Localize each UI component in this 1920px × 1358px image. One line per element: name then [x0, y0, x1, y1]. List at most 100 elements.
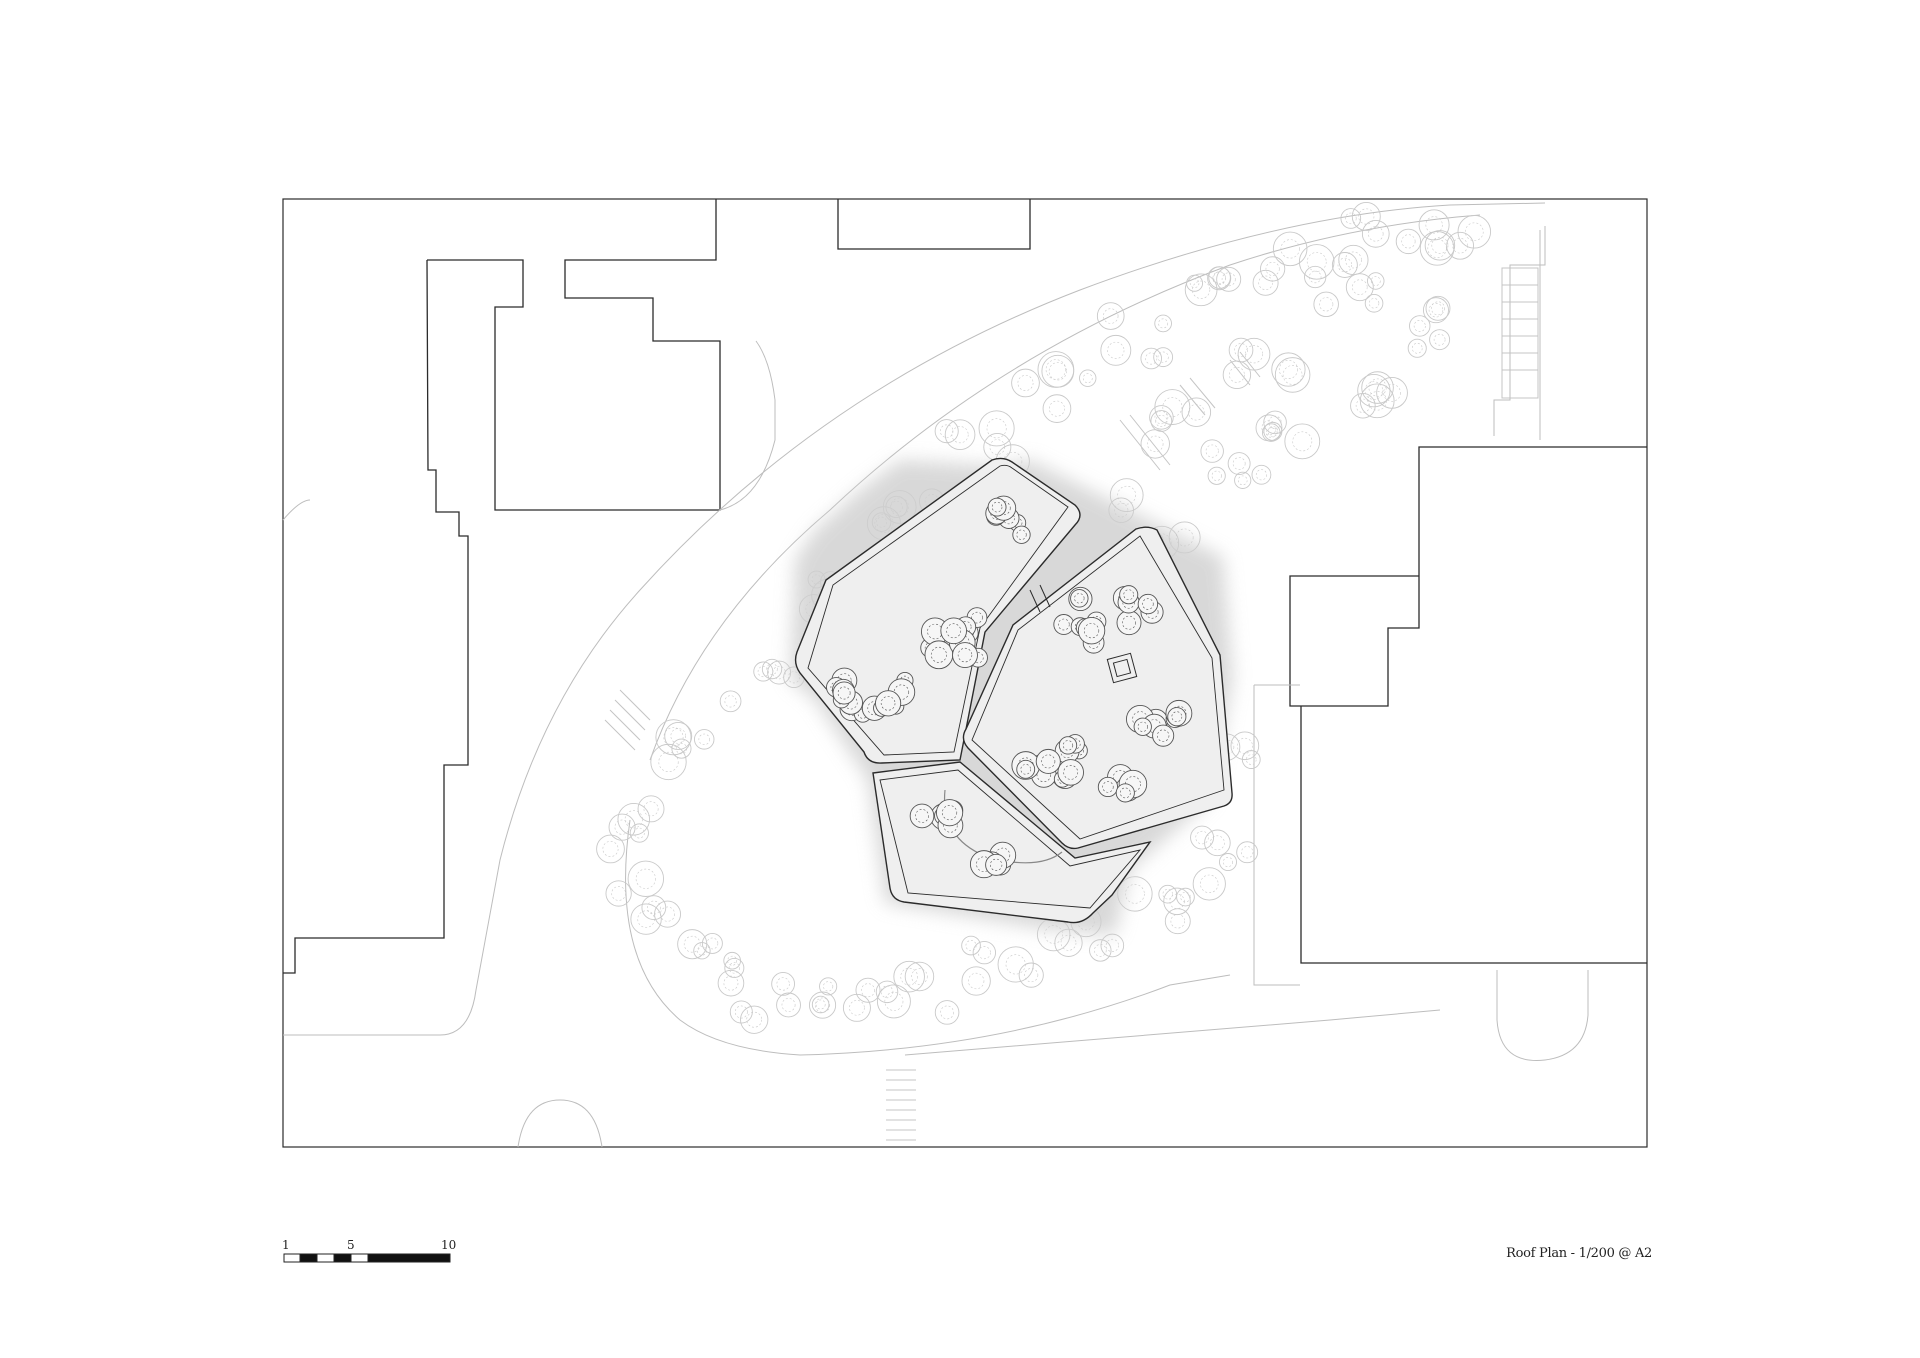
ground-tree-canopy: [1452, 238, 1468, 254]
ground-tree-canopy: [1107, 341, 1125, 359]
ground-tree: [1271, 352, 1306, 387]
ground-tree-canopy: [1234, 343, 1248, 357]
roof-tree: [1057, 759, 1084, 786]
turning-circle-east: [1496, 970, 1589, 1061]
ground-tree-canopy: [1162, 397, 1183, 417]
ground-tree-canopy: [1232, 457, 1246, 470]
ground-tree: [1096, 302, 1125, 330]
ground-tree: [1186, 274, 1204, 292]
roof-tree: [1058, 736, 1078, 755]
ground-tree: [1216, 266, 1242, 292]
road-edge-curve: [283, 202, 1546, 1036]
roof-tree-canopy: [1041, 754, 1056, 769]
roof-tree-canopy: [1137, 721, 1148, 732]
ground-tree-canopy: [1155, 414, 1168, 427]
ground-tree: [724, 957, 745, 978]
ground-planting: [596, 202, 1492, 1034]
ground-tree-canopy: [986, 418, 1007, 439]
ground-tree-canopy: [1180, 891, 1191, 903]
ground-tree: [761, 658, 783, 680]
ground-tree-canopy: [698, 733, 710, 746]
terrace-northwest: [794, 457, 1081, 764]
roof-tree-canopy: [1020, 764, 1031, 775]
ground-tree-canopy: [1383, 384, 1401, 402]
neighbouring-buildings: [283, 199, 1647, 974]
ground-tree: [664, 722, 693, 750]
ground-tree-canopy: [1241, 846, 1254, 859]
ground-tree-canopy: [1431, 301, 1445, 316]
ground-tree: [1237, 337, 1271, 371]
ground-tree: [1407, 338, 1427, 358]
roof-tree-canopy: [971, 611, 983, 624]
ground-tree-canopy: [1060, 935, 1077, 951]
ground-tree: [740, 1005, 769, 1034]
ground-tree-canopy: [849, 1000, 865, 1016]
planting-edge-south: [625, 819, 1231, 1056]
ground-tree: [605, 880, 632, 907]
ground-tree: [819, 977, 838, 996]
ground-tree: [1263, 421, 1283, 441]
ground-tree: [934, 1000, 960, 1025]
ground-tree: [1260, 256, 1286, 282]
ground-tree: [1154, 389, 1191, 425]
roof-tree-canopy: [972, 652, 984, 664]
ground-tree-canopy: [643, 801, 659, 817]
roof-tree: [1035, 748, 1061, 774]
ground-tree: [1192, 867, 1226, 901]
ground-tree-canopy: [663, 727, 684, 748]
ground-tree: [627, 860, 664, 897]
ground-tree-canopy: [1433, 333, 1446, 346]
ground-tree-canopy: [1157, 351, 1169, 363]
ground-tree-canopy: [1309, 270, 1322, 284]
roof-tree-canopy: [837, 686, 851, 700]
roof-tree: [1012, 525, 1031, 544]
roof-tree-canopy: [946, 623, 962, 639]
ground-tree-canopy: [968, 972, 985, 990]
ground-tree-canopy: [815, 999, 826, 1010]
ground-tree-canopy: [697, 945, 707, 956]
ground-tree: [1100, 334, 1132, 366]
scale-bar: [283, 1253, 451, 1263]
ground-tree: [776, 992, 801, 1018]
ground-tree-canopy: [900, 967, 918, 986]
roof-tree-canopy: [1171, 711, 1183, 723]
ground-tree-canopy: [675, 743, 688, 755]
roof-tree: [1097, 776, 1119, 798]
ground-tree-canopy: [1428, 302, 1444, 318]
roof-tree-canopy: [1036, 767, 1051, 783]
scale-bar-segment: [283, 1253, 301, 1263]
ground-tree: [637, 795, 665, 823]
ground-tree-canopy: [772, 665, 786, 680]
ground-tree: [1338, 244, 1369, 276]
ground-tree-canopy: [1192, 280, 1211, 299]
ground-tree-canopy: [1401, 234, 1416, 249]
ground-tree-canopy: [637, 910, 655, 928]
ground-tree-canopy: [1024, 968, 1039, 983]
ground-tree-canopy: [1189, 278, 1200, 288]
scale-label-10: 10: [441, 1238, 457, 1252]
scale-bar-segment: [367, 1253, 451, 1263]
ground-tree: [1222, 360, 1252, 389]
ground-tree: [1252, 269, 1279, 296]
roof-tree-canopy: [1157, 729, 1170, 742]
roof-tree: [909, 803, 935, 829]
ground-tree: [876, 984, 911, 1019]
ground-tree: [1376, 377, 1408, 409]
scale-bar-segment: [350, 1253, 369, 1263]
ground-tree-canopy: [1268, 415, 1282, 429]
ground-tree: [1100, 933, 1125, 958]
ground-tree-canopy: [823, 981, 834, 992]
ground-tree-canopy: [1337, 257, 1353, 273]
pedestrian-crossings: [604, 267, 1539, 1141]
roof-tree: [1167, 707, 1187, 727]
ground-tree-canopy: [1267, 426, 1279, 437]
ground-tree: [1204, 829, 1231, 857]
ground-tree-canopy: [1244, 345, 1264, 364]
ground-tree-canopy: [1205, 444, 1219, 458]
roof-tree: [1053, 614, 1075, 635]
ground-tree-canopy: [1210, 835, 1225, 851]
ground-tree-canopy: [1188, 404, 1205, 421]
ground-tree-canopy: [1105, 938, 1119, 952]
ground-tree: [1272, 231, 1308, 267]
ground-tree: [972, 940, 996, 965]
